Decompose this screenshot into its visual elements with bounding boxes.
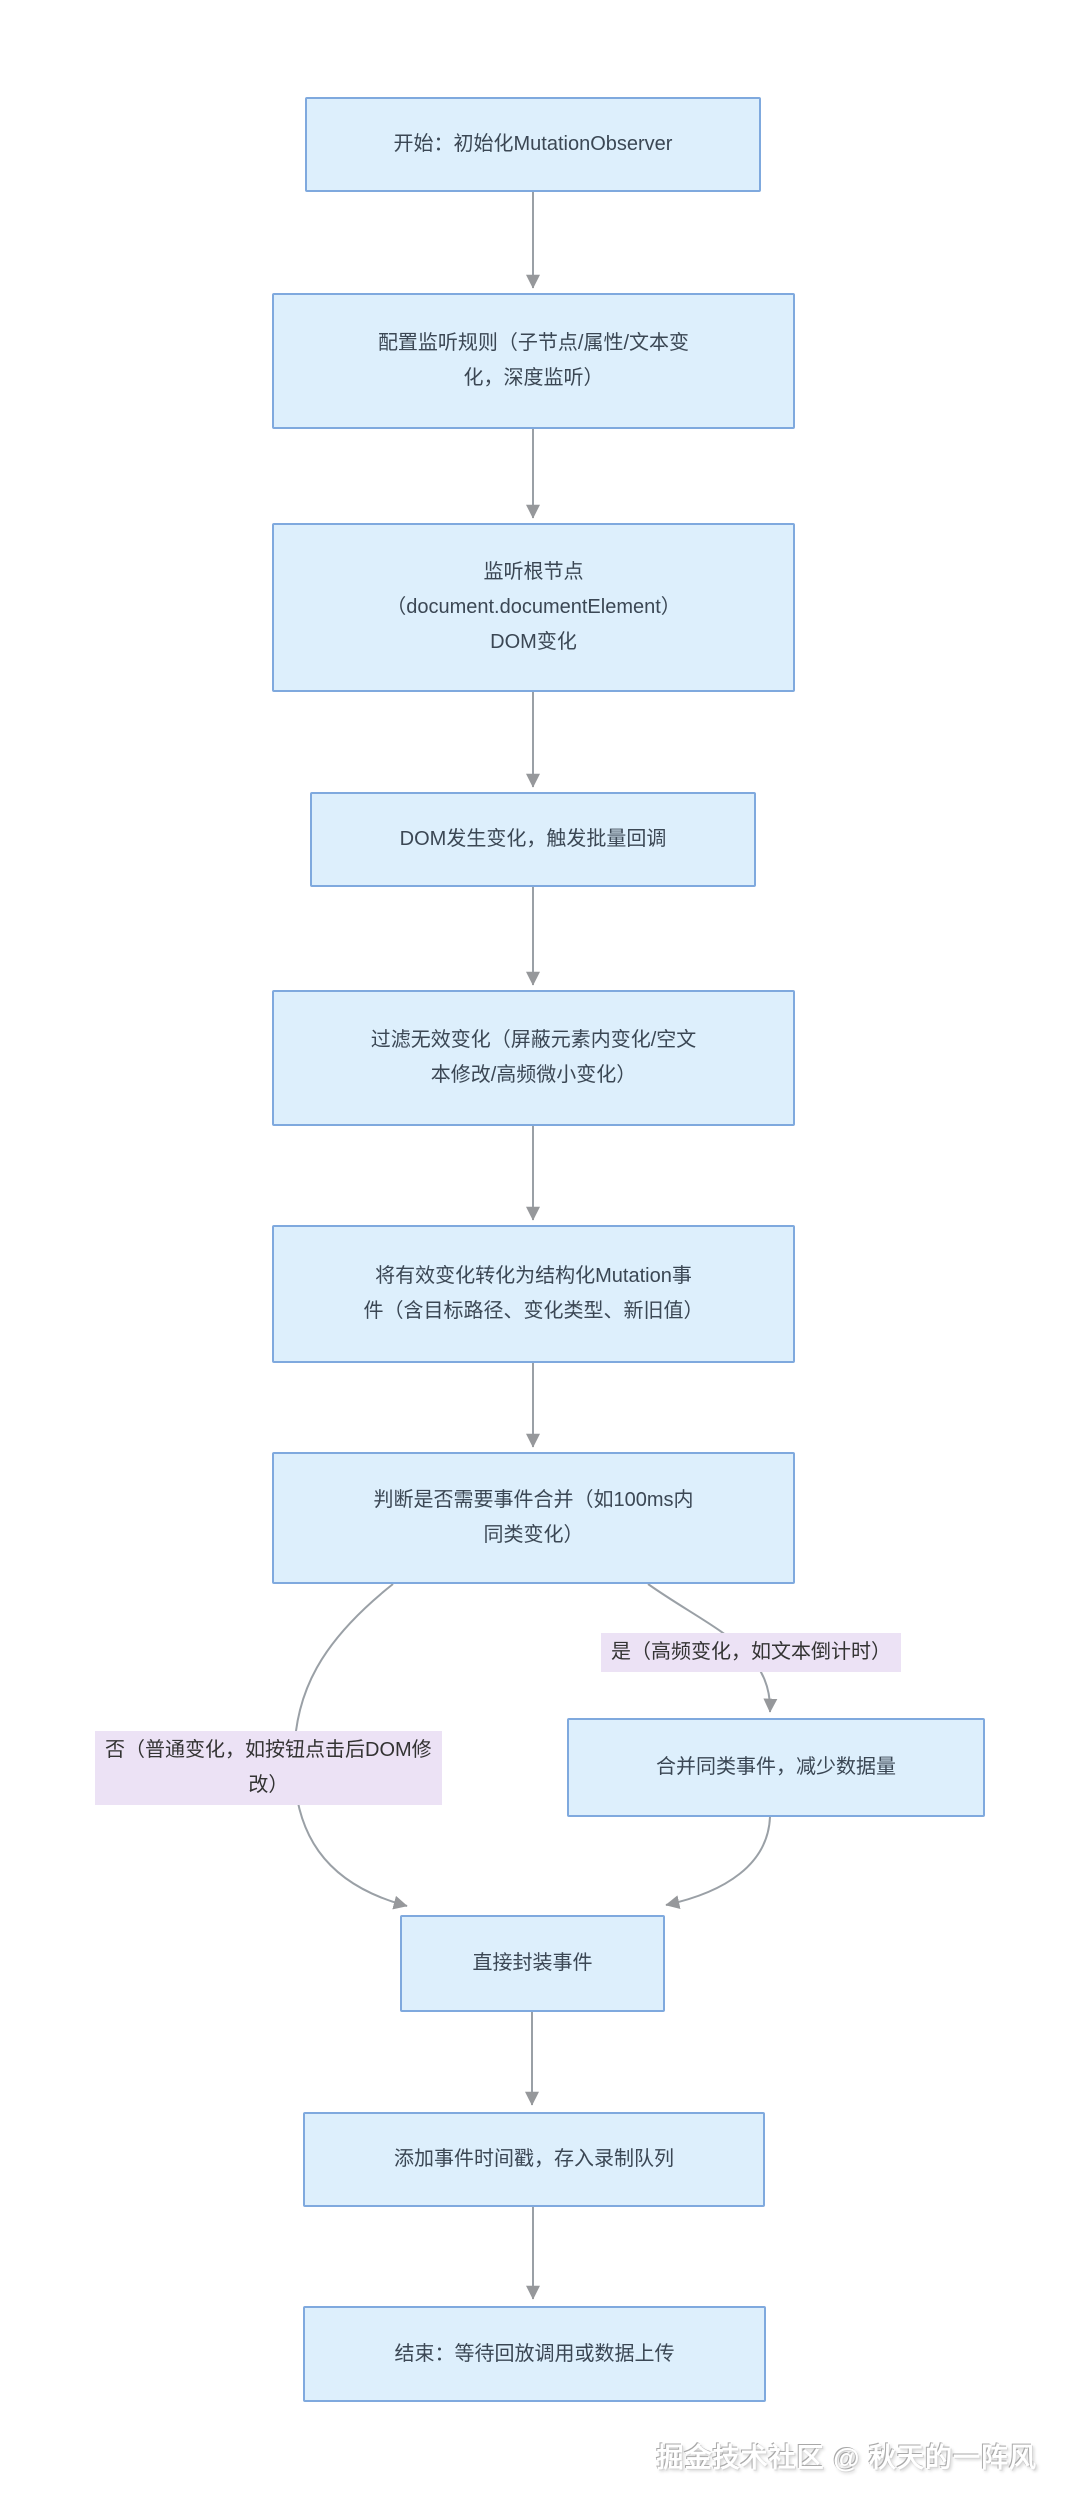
- node-wrap-event: 直接封装事件: [400, 1915, 665, 2012]
- node-convert-structured: 将有效变化转化为结构化Mutation事 件（含目标路径、变化类型、新旧值）: [272, 1225, 795, 1363]
- node-end: 结束：等待回放调用或数据上传: [303, 2306, 766, 2402]
- node-dom-change: DOM发生变化，触发批量回调: [310, 792, 756, 887]
- watermark: 掘金技术社区 @ 秋天的一阵风: [656, 2443, 1037, 2473]
- node-start: 开始：初始化MutationObserver: [305, 97, 761, 192]
- node-decision-merge: 判断是否需要事件合并（如100ms内 同类变化）: [272, 1452, 795, 1584]
- node-observe-root: 监听根节点 （document.documentElement） DOM变化: [272, 523, 795, 692]
- edge-label-yes: 是（高频变化，如文本倒计时）: [601, 1633, 901, 1672]
- node-config-rules: 配置监听规则（子节点/属性/文本变 化，深度监听）: [272, 293, 795, 429]
- node-merge-events: 合并同类事件，减少数据量: [567, 1718, 985, 1817]
- node-add-timestamp: 添加事件时间戳，存入录制队列: [303, 2112, 765, 2207]
- arrow-merge-to-direct: [665, 1816, 771, 1910]
- node-filter-invalid: 过滤无效变化（屏蔽元素内变化/空文 本修改/高频微小变化）: [272, 990, 795, 1126]
- edge-label-no: 否（普通变化，如按钮点击后DOM修 改）: [95, 1731, 442, 1805]
